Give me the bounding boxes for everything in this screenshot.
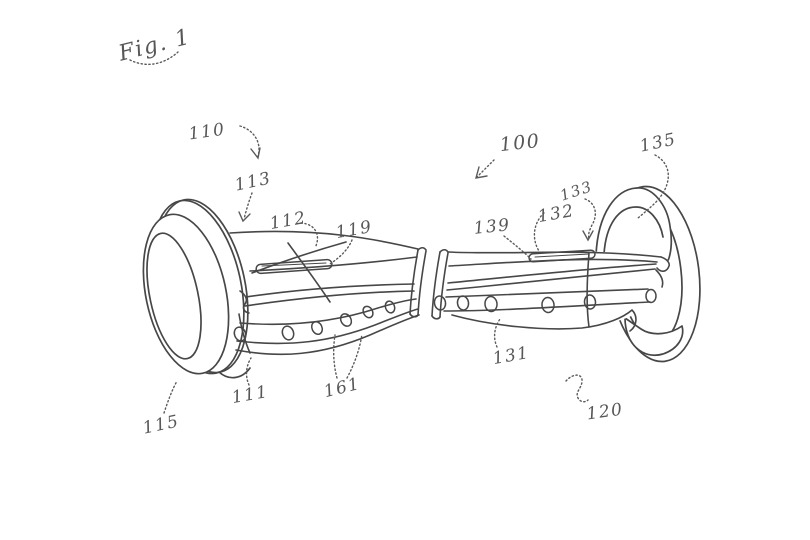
arrowhead-100 bbox=[475, 166, 488, 179]
leader-115 bbox=[163, 380, 178, 414]
arrowhead-110 bbox=[250, 147, 261, 160]
arrowhead-113 bbox=[238, 211, 251, 223]
arrowhead-133 bbox=[582, 230, 594, 242]
ref-label-120: 120 bbox=[585, 400, 624, 425]
leader-110 bbox=[239, 125, 260, 157]
board-body-silhouette bbox=[230, 230, 670, 356]
leader-120-squiggle bbox=[565, 374, 589, 403]
leader-119 bbox=[329, 239, 353, 265]
leader-161-b bbox=[346, 333, 363, 379]
ref-label-100: 100 bbox=[499, 130, 542, 156]
arrowheads bbox=[238, 147, 594, 242]
leader-132 bbox=[533, 212, 545, 252]
figure-caption: Fig. 1 bbox=[115, 25, 193, 67]
ref-label-132: 132 bbox=[536, 201, 576, 227]
vent-holes bbox=[233, 288, 657, 342]
leader-lines bbox=[129, 51, 669, 414]
leader-161-a bbox=[332, 334, 338, 379]
deck-slots bbox=[255, 249, 596, 275]
leader-139 bbox=[503, 235, 532, 260]
leader-133-132-arrow bbox=[584, 198, 597, 240]
ref-label-110: 110 bbox=[187, 120, 226, 145]
ref-label-113: 113 bbox=[233, 168, 273, 195]
ref-label-135: 135 bbox=[638, 129, 678, 156]
left-wheel bbox=[142, 198, 251, 379]
ref-label-115: 115 bbox=[141, 411, 181, 438]
center-collar bbox=[409, 246, 449, 320]
leader-112 bbox=[300, 222, 319, 249]
ref-label-139: 139 bbox=[473, 215, 512, 239]
ref-label-161: 161 bbox=[322, 374, 363, 402]
right-underwheel-flap bbox=[624, 317, 684, 357]
fig-caption-underline bbox=[129, 51, 179, 66]
leader-135 bbox=[637, 154, 669, 219]
ref-label-111: 111 bbox=[230, 382, 270, 408]
ref-label-112: 112 bbox=[268, 208, 308, 234]
leader-131 bbox=[493, 318, 501, 348]
leader-113 bbox=[243, 192, 253, 220]
hoverboard-drawing bbox=[142, 185, 701, 379]
leader-100 bbox=[476, 159, 495, 178]
